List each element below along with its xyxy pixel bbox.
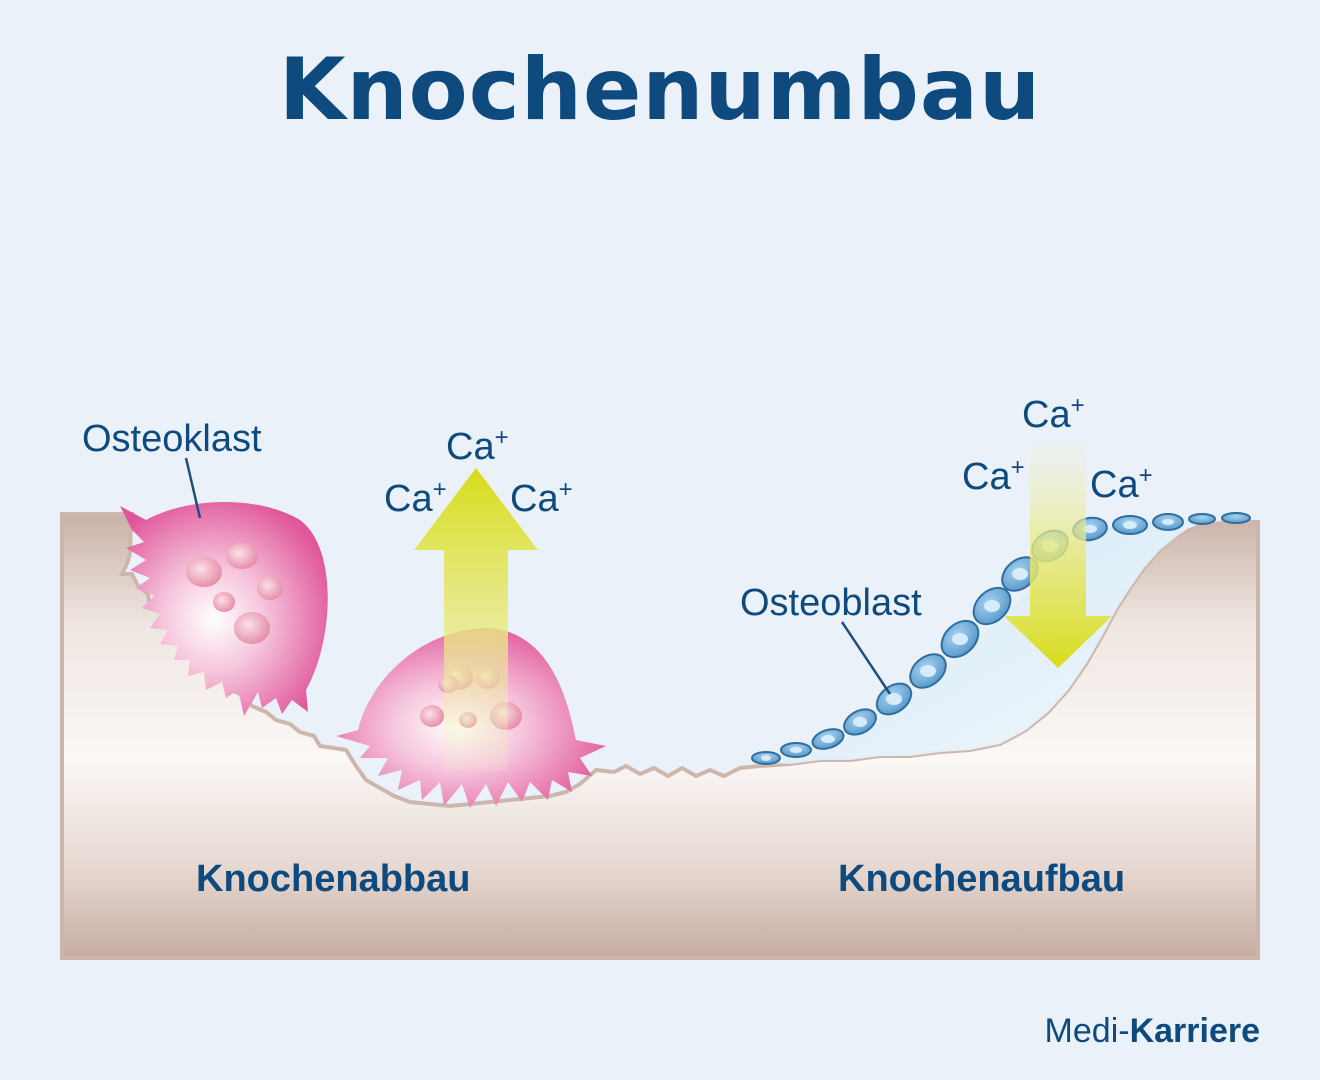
label-knochenaufbau: Knochenaufbau bbox=[838, 858, 1126, 900]
calcium-ion-label: Ca+ bbox=[1022, 392, 1085, 437]
page-title: Knochenumbau bbox=[278, 40, 1042, 140]
osteoblast-leader-line bbox=[840, 621, 892, 695]
calcium-release-arrow bbox=[414, 468, 538, 770]
calcium-symbol: Ca bbox=[962, 456, 1011, 498]
calcium-charge: + bbox=[1010, 454, 1025, 481]
calcium-symbol: Ca bbox=[510, 478, 559, 520]
nucleus bbox=[213, 592, 235, 612]
osteoklast-leader-line bbox=[184, 457, 202, 519]
brand-separator: - bbox=[1118, 1012, 1130, 1050]
calcium-symbol: Ca bbox=[446, 426, 495, 468]
nucleus bbox=[234, 612, 270, 644]
nucleus bbox=[420, 705, 444, 727]
nucleus bbox=[226, 543, 258, 569]
brand-part-2: Karriere bbox=[1129, 1012, 1260, 1050]
calcium-symbol: Ca bbox=[1022, 394, 1071, 436]
nucleus bbox=[257, 576, 283, 600]
label-knochenabbau: Knochenabbau bbox=[196, 858, 471, 900]
calcium-charge: + bbox=[558, 476, 573, 503]
calcium-ion-label: Ca+ bbox=[384, 476, 447, 521]
calcium-symbol: Ca bbox=[1090, 464, 1139, 506]
calcium-symbol: Ca bbox=[384, 478, 433, 520]
calcium-charge: + bbox=[1138, 462, 1153, 489]
osteoclast-cell-1 bbox=[120, 502, 328, 716]
calcium-ion-label: Ca+ bbox=[1090, 462, 1153, 507]
calcium-charge: + bbox=[494, 424, 509, 451]
label-osteoklast: Osteoklast bbox=[82, 418, 262, 460]
calcium-charge: + bbox=[1070, 392, 1085, 419]
brand-logo: Medi-Karriere bbox=[1045, 1012, 1260, 1051]
nucleus bbox=[186, 557, 222, 587]
brand-part-1: Medi bbox=[1044, 1012, 1119, 1050]
calcium-ion-label: Ca+ bbox=[446, 424, 509, 469]
calcium-deposit-arrow bbox=[1004, 440, 1112, 668]
calcium-ion-label: Ca+ bbox=[962, 454, 1025, 499]
label-osteoblast: Osteoblast bbox=[740, 582, 922, 624]
calcium-ion-label: Ca+ bbox=[510, 476, 573, 521]
calcium-charge: + bbox=[432, 476, 447, 503]
